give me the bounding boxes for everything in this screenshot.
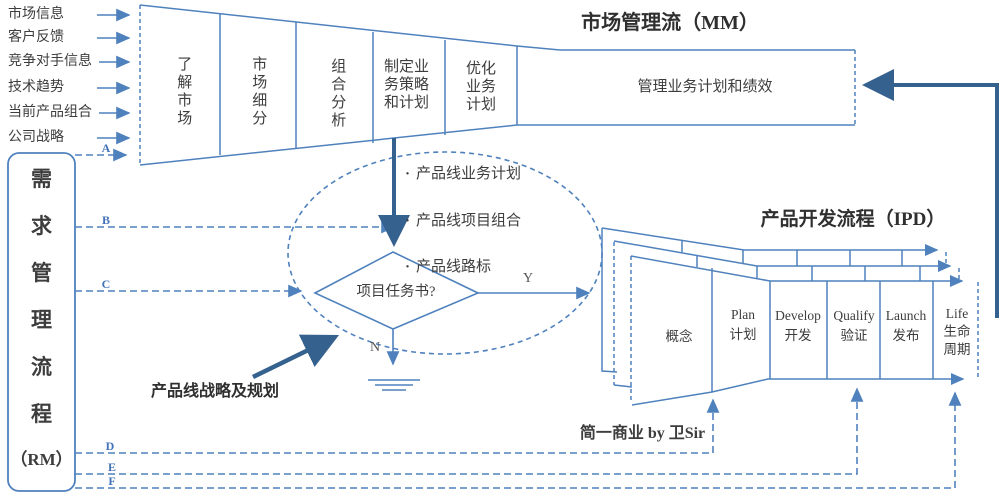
connector-line-D bbox=[75, 398, 720, 454]
ipd-stage-launch: Launch 发布 bbox=[885, 308, 927, 343]
ipd-stage-develop: Develop 开发 bbox=[775, 308, 821, 343]
ipd-middle-sheet-bottom-stub bbox=[613, 384, 633, 388]
connector-label-B: B bbox=[101, 213, 110, 227]
connector-label-E: E bbox=[107, 460, 116, 474]
ipd-stage-life: Life 生命 周期 bbox=[943, 306, 971, 357]
input-tech-trends: 技术趋势 bbox=[8, 80, 64, 95]
mm-stage-portfolio-analysis: 组合分析 bbox=[329, 58, 346, 130]
output-product-line-business-plan: 产品线业务计划 bbox=[405, 166, 1000, 184]
output-product-line-roadmap: 产品线路标 bbox=[405, 259, 1000, 277]
ground-terminator-icon bbox=[368, 379, 420, 391]
connector-label-A: A bbox=[101, 141, 111, 155]
mm-funnel-top-edge bbox=[139, 4, 855, 51]
watermark-text: 简一商业 by 卫Sir bbox=[579, 425, 706, 442]
ipd-to-mm-feedback-thick-arrow bbox=[862, 69, 999, 318]
ipd-stage-concept: 概念 bbox=[665, 329, 693, 344]
connector-label-C: C bbox=[101, 277, 111, 291]
connector-label-F: F bbox=[108, 474, 116, 488]
rm-code-label: （RM） bbox=[10, 450, 73, 469]
mm-stage-understand-market: 了解市场 bbox=[175, 56, 192, 128]
mm-stage-business-strategy-plan: 制定业务策略和计划 bbox=[384, 59, 430, 111]
mm-manage-box-label: 管理业务计划和绩效 bbox=[637, 79, 773, 95]
input-company-strategy: 公司战略 bbox=[8, 130, 64, 145]
input-competitor-info: 竞争对手信息 bbox=[8, 54, 92, 69]
product-line-strategy-label: 产品线战略及规划 bbox=[151, 383, 280, 400]
input-customer-feedback: 客户反馈 bbox=[8, 30, 64, 45]
connector-line-F bbox=[75, 391, 962, 489]
rm-process-box bbox=[7, 152, 76, 492]
mm-funnel bbox=[139, 4, 856, 166]
connector-line-E bbox=[75, 387, 864, 475]
ipd-stage-plan: Plan 计划 bbox=[729, 307, 757, 342]
strategy-to-ellipse-thick-arrow bbox=[252, 334, 340, 380]
ipd-front-bottom-edge bbox=[631, 373, 965, 406]
input-current-portfolio: 当前产品组合 bbox=[8, 105, 92, 120]
rm-vertical-label: 需 求 管 理 流 程 bbox=[31, 167, 52, 426]
rm-connector-lines bbox=[75, 148, 962, 489]
decision-no-label: N bbox=[369, 340, 381, 355]
input-market-info: 市场信息 bbox=[8, 7, 64, 22]
mm-funnel-bottom-edge bbox=[139, 124, 855, 166]
connector-label-D: D bbox=[105, 439, 115, 453]
output-product-line-project-portfolio: 产品线项目组合 bbox=[405, 213, 1000, 231]
decision-diamond-group bbox=[313, 251, 591, 391]
ipd-stage-qualify: Qualify 验证 bbox=[833, 308, 875, 343]
market-input-arrows bbox=[97, 8, 131, 145]
mm-title: 市场管理流（MM） bbox=[581, 12, 759, 34]
mm-stage-market-segmentation: 市场细分 bbox=[250, 56, 267, 128]
mm-stage-optimize-business-plan: 优化业务计划 bbox=[466, 61, 497, 113]
decision-label: 项目任务书? bbox=[356, 284, 436, 300]
ipd-back-milestone-bar bbox=[601, 227, 939, 256]
decision-yes-label: Y bbox=[522, 271, 534, 286]
